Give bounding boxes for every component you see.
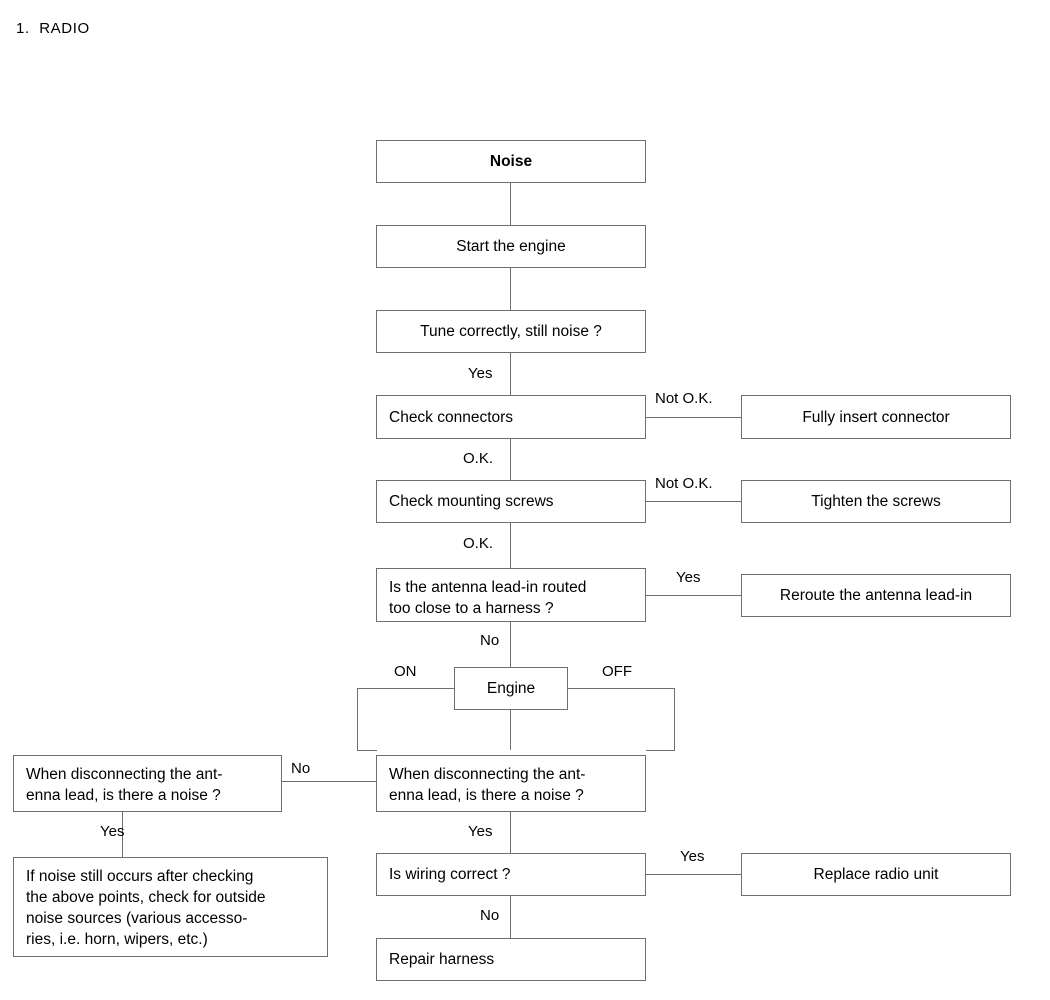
node-repair-harness[interactable]: Repair harness [376,938,646,981]
connector-wiring-to-repair [510,896,511,938]
node-disconnect-left[interactable]: When disconnecting the ant- enna lead, i… [13,755,282,812]
connector-engine-off-horizontal [568,688,674,689]
edge-label-engine-off: OFF [602,663,632,680]
edge-label-wiring-no: No [480,907,500,924]
connector-tune-to-connectors [510,353,511,395]
edge-label-wiring-yes: Yes [680,848,705,865]
edge-label-tune-yes: Yes [468,365,493,382]
node-replace-radio-unit[interactable]: Replace radio unit [741,853,1011,896]
node-antenna-lead-in-routed-label: Is the antenna lead-in routed too close … [389,579,587,617]
connector-start-to-tune [510,268,511,310]
edge-label-disconnect-right-no: No [291,760,311,777]
connector-engine-on-enter [357,750,377,751]
connector-engine-off-vertical [674,688,675,750]
connector-screws-to-tighten [646,501,741,502]
edge-label-engine-on: ON [394,663,417,680]
connector-connectors-to-screws [510,439,511,480]
node-is-wiring-correct[interactable]: Is wiring correct ? [376,853,646,896]
edge-label-antenna-yes: Yes [676,569,701,586]
node-start-engine[interactable]: Start the engine [376,225,646,268]
node-reroute-antenna-lead-in[interactable]: Reroute the antenna lead-in [741,574,1011,617]
node-outside-noise[interactable]: If noise still occurs after checking the… [13,857,328,957]
edge-label-disconnect-right-yes: Yes [468,823,493,840]
node-antenna-lead-in-routed[interactable]: Is the antenna lead-in routed too close … [376,568,646,622]
node-is-wiring-correct-label: Is wiring correct ? [389,866,511,883]
node-replace-radio-unit-label: Replace radio unit [813,866,939,883]
node-reroute-antenna-lead-in-label: Reroute the antenna lead-in [779,587,973,604]
node-disconnect-right-label: When disconnecting the ant- enna lead, i… [389,766,586,804]
node-check-connectors-label: Check connectors [389,408,514,426]
node-repair-harness-label: Repair harness [389,951,495,968]
node-tighten-the-screws-label: Tighten the screws [811,493,941,510]
connector-engine-off-enter [646,750,675,751]
connector-noise-to-start [510,183,511,225]
connector-engine-to-disconnect-right [510,710,511,750]
connector-wiring-to-replace [646,874,741,875]
edge-label-disconnect-left-yes: Yes [100,823,125,840]
node-disconnect-left-label: When disconnecting the ant- enna lead, i… [26,766,223,804]
connector-engine-on-vertical [357,688,358,750]
node-outside-noise-label: If noise still occurs after checking the… [26,868,266,948]
edge-label-screws-ok: O.K. [463,535,494,552]
page-title: 1. RADIO [16,20,90,37]
connector-engine-on-horizontal [357,688,454,689]
node-check-mounting-screws[interactable]: Check mounting screws [376,480,646,523]
edge-label-connectors-ok: O.K. [463,450,494,467]
node-tighten-the-screws[interactable]: Tighten the screws [741,480,1011,523]
node-start-engine-label: Start the engine [456,238,566,255]
node-disconnect-right[interactable]: When disconnecting the ant- enna lead, i… [376,755,646,812]
node-engine[interactable]: Engine [454,667,568,710]
connector-screws-to-antenna [510,523,511,568]
edge-label-screws-not-ok: Not O.K. [655,475,713,492]
edge-label-connectors-not-ok: Not O.K. [655,390,713,407]
node-fully-insert-connector[interactable]: Fully insert connector [741,395,1011,439]
connector-disconnect-right-to-left [282,781,376,782]
node-tune-correctly-label: Tune correctly, still noise ? [420,323,602,340]
connector-disconnect-left-to-outside [122,812,123,857]
node-noise-label: Noise [489,153,533,170]
node-fully-insert-connector-label: Fully insert connector [802,408,950,426]
connector-antenna-to-reroute [646,595,741,596]
connector-connectors-to-insert [646,417,741,418]
node-tune-correctly[interactable]: Tune correctly, still noise ? [376,310,646,353]
node-noise[interactable]: Noise [376,140,646,183]
node-check-connectors[interactable]: Check connectors [376,395,646,439]
connector-antenna-to-engine [510,622,511,668]
connector-disconnect-right-to-wiring [510,812,511,853]
node-engine-label: Engine [486,680,536,697]
node-check-mounting-screws-label: Check mounting screws [389,493,554,510]
edge-label-antenna-no: No [480,632,500,649]
